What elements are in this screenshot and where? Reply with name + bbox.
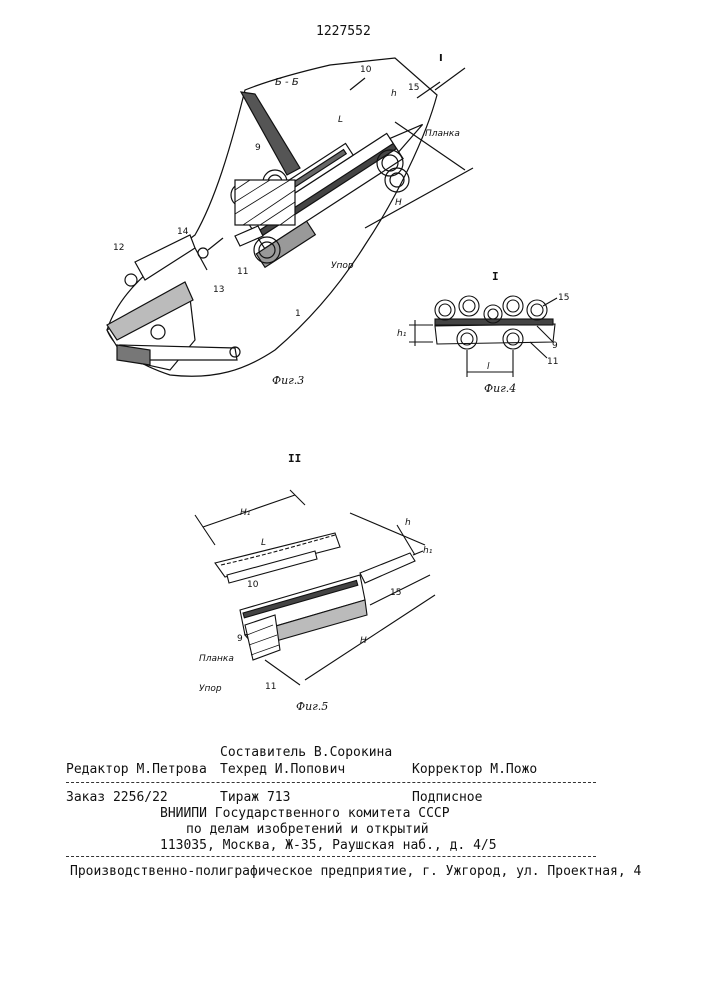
patent-number: 1227552 <box>316 24 371 39</box>
address-line: 113035, Москва, Ж-35, Раушская наб., д. … <box>160 838 497 853</box>
label-14: 14 <box>177 227 189 237</box>
org-line-1: ВНИИПИ Государственного комитета СССР <box>160 806 450 821</box>
fig4-label-l: l <box>487 362 490 372</box>
fig4-label-9: 9 <box>552 341 558 351</box>
hatched-block <box>235 180 295 225</box>
label-13: 13 <box>213 285 224 295</box>
editor-line: Редактор М.Петрова <box>66 762 207 777</box>
composer-line: Составитель В.Сорокина <box>220 745 392 760</box>
view-mark-I: I <box>439 53 443 64</box>
figure-5-drawing: H₁ L 10 15 9 h h₁ H Планка Упор 11 <box>185 475 445 705</box>
fig5-label-11: 11 <box>265 682 276 692</box>
label-planka: Планка <box>425 129 460 139</box>
printer-line: Производственно-полиграфическое предприя… <box>70 864 641 879</box>
fig5-title: II <box>288 452 301 465</box>
fig5-caption: Фиг.5 <box>296 700 328 713</box>
fig4-label-11: 11 <box>547 357 558 367</box>
fig4-label-15: 15 <box>558 293 569 303</box>
corrector-line: Корректор М.Пожо <box>412 762 537 777</box>
fig5-label-h1: h₁ <box>423 546 433 556</box>
label-L: L <box>338 115 343 125</box>
label-15: 15 <box>408 83 419 93</box>
label-10: 10 <box>360 65 372 75</box>
fig4-label-h1: h₁ <box>397 329 407 339</box>
fig5-label-upor: Упор <box>199 684 222 694</box>
divider-top <box>66 782 596 783</box>
label-9: 9 <box>255 143 261 153</box>
subscription-line: Подписное <box>412 790 482 805</box>
order-line: Заказ 2256/22 <box>66 790 168 805</box>
section-label: Б - Б <box>275 77 299 88</box>
fig5-label-planka: Планка <box>199 654 234 664</box>
divider-bottom <box>66 856 596 857</box>
fig5-label-15: 15 <box>390 588 401 598</box>
section-plate <box>241 92 300 175</box>
fig3-caption: Фиг.3 <box>272 374 304 387</box>
label-1: 1 <box>295 309 301 319</box>
label-upor: Упор <box>331 261 354 271</box>
org-line-2: по делам изобретений и открытий <box>186 822 429 837</box>
figure-4-drawing: 15 9 11 h₁ l <box>395 282 575 382</box>
clamp-mechanism <box>107 235 240 370</box>
techred-line: Техред И.Попович <box>220 762 345 777</box>
fig5-label-9: 9 <box>237 634 243 644</box>
label-11: 11 <box>237 267 248 277</box>
label-h: h <box>391 89 397 99</box>
fig5-label-10: 10 <box>247 580 259 590</box>
fig5-label-L: L <box>261 538 266 548</box>
fig5-label-H: H <box>360 636 367 646</box>
fig5-label-H1: H₁ <box>240 508 251 518</box>
label-H: H <box>395 198 402 208</box>
label-12: 12 <box>113 243 124 253</box>
fig5-label-h: h <box>405 518 411 528</box>
fig4-caption: Фиг.4 <box>484 382 516 395</box>
circulation-line: Тираж 713 <box>220 790 290 805</box>
